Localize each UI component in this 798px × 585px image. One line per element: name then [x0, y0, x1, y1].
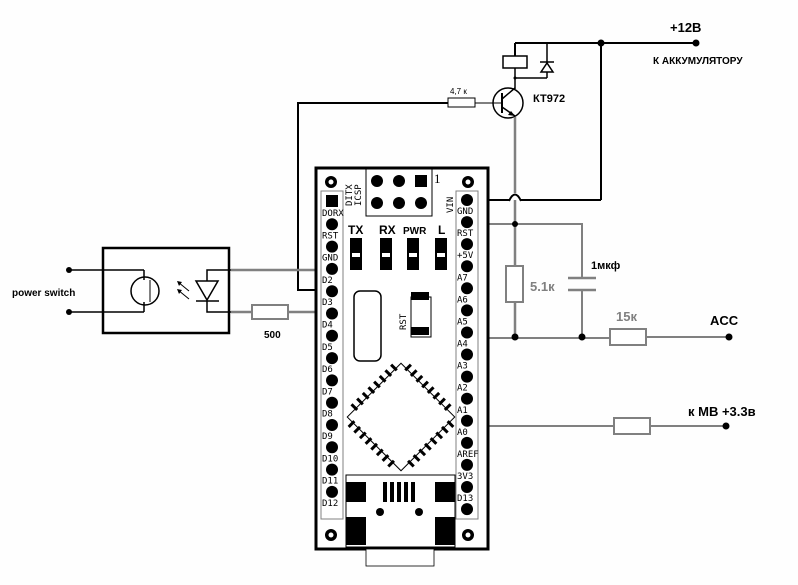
pin-label: +5V — [457, 251, 474, 261]
supply-voltage-label: +12В — [670, 20, 701, 35]
pin-label: 3V3 — [457, 472, 473, 482]
pin-pad — [461, 216, 473, 229]
pin-label: D11 — [322, 477, 338, 487]
pin-pad — [461, 370, 473, 383]
optocoupler — [66, 246, 231, 335]
mb-terminal — [722, 422, 730, 430]
switch-terminal — [66, 267, 72, 273]
pin-label: A2 — [457, 384, 468, 394]
pin-label: D5 — [322, 343, 333, 353]
pin-pad — [461, 326, 473, 339]
led-label-rx: RX — [379, 223, 396, 237]
pin-label: DORX — [322, 209, 344, 219]
pin-label: D9 — [322, 432, 333, 442]
led-label-pwr: PWR — [403, 226, 427, 237]
wire-d2 — [297, 102, 448, 291]
pin-pad — [326, 352, 338, 365]
pin-label: D2 — [322, 276, 333, 286]
reset-button-label: RST — [399, 313, 409, 330]
arduino-nano-board — [314, 166, 490, 567]
pin-label: D12 — [322, 499, 338, 509]
pin-pad — [461, 392, 473, 405]
pulldown-resistor — [505, 265, 524, 303]
pin-pad — [326, 441, 338, 454]
pin-pad — [461, 458, 473, 471]
pin-label: D6 — [322, 365, 333, 375]
pin-pad — [326, 329, 338, 342]
icsp-pin1-label: 1 — [434, 171, 441, 186]
pin-label: A4 — [457, 340, 468, 350]
led-resistor-label: 500 — [264, 330, 281, 341]
pin-label: RST — [322, 231, 339, 241]
pin-pad — [326, 396, 338, 409]
capacitor-label: 1мкф — [591, 260, 621, 272]
pulldown-resistor-label: 5.1к — [530, 279, 555, 294]
switch-terminal — [66, 309, 72, 315]
relay-coil — [502, 55, 528, 69]
mb-resistor — [613, 417, 651, 435]
pin-pad — [326, 307, 338, 320]
flyback-diode — [539, 61, 555, 73]
base-resistor — [447, 97, 476, 108]
pin-pad — [326, 218, 338, 231]
pin-pad — [326, 262, 338, 275]
pin-pad — [461, 348, 473, 361]
mb-label: к МВ +3.3в — [688, 404, 756, 419]
pin-label: A5 — [457, 317, 468, 327]
pin-label: A6 — [457, 295, 468, 305]
pin-label: RST — [457, 229, 474, 239]
pin-label: D8 — [322, 410, 333, 420]
pin-pad — [461, 282, 473, 295]
base-resistor-label: 4,7 к — [450, 87, 467, 96]
pin-pad — [461, 436, 473, 449]
pin-label: GND — [322, 254, 338, 264]
led-resistor — [251, 304, 289, 320]
pin-label: D4 — [322, 321, 333, 331]
pin-pad — [326, 463, 338, 476]
pin-label: D3 — [322, 298, 333, 308]
pin-pad — [461, 304, 473, 317]
supply-terminal — [692, 39, 700, 47]
pin-pad — [326, 485, 338, 498]
pin-pad — [326, 419, 338, 431]
pin-label-vin: VIN — [446, 197, 456, 213]
pin-label: D13 — [457, 494, 473, 504]
pin-pad — [326, 195, 338, 207]
pin-pad — [461, 503, 473, 516]
pin-label: D10 — [322, 454, 338, 464]
pin-pad — [326, 240, 338, 253]
pin-pad — [461, 238, 473, 251]
pin-label: A7 — [457, 273, 468, 283]
board-label-icsp: ICSP — [354, 184, 364, 206]
pin-pad — [461, 260, 473, 273]
pin-pad — [461, 481, 473, 494]
supply-target-label: К АККУМУЛЯТОРУ — [653, 56, 743, 67]
transistor-kt972 — [489, 78, 524, 119]
pin-label: GND — [457, 207, 473, 217]
pin-pad — [461, 194, 473, 206]
board-label-ditx: DITX — [345, 184, 355, 206]
led-label-tx: TX — [348, 223, 363, 237]
acc-terminal — [725, 333, 733, 341]
pin-pad — [326, 285, 338, 298]
acc-resistor-label: 15к — [616, 309, 637, 324]
pin-pad — [461, 414, 473, 427]
pin-label: A1 — [457, 406, 468, 416]
led-label-l: L — [438, 223, 445, 237]
pin-label: A3 — [457, 362, 468, 372]
acc-resistor — [609, 328, 647, 346]
pin-label: AREF — [457, 450, 479, 460]
power-switch-label: power switch — [12, 288, 75, 299]
supply-rail — [514, 39, 700, 200]
pin-pad — [326, 374, 338, 387]
pin-label: A0 — [457, 428, 468, 438]
pin-label: D7 — [322, 387, 333, 397]
transistor-label: КТ972 — [533, 93, 565, 105]
acc-label: ACC — [710, 313, 739, 328]
